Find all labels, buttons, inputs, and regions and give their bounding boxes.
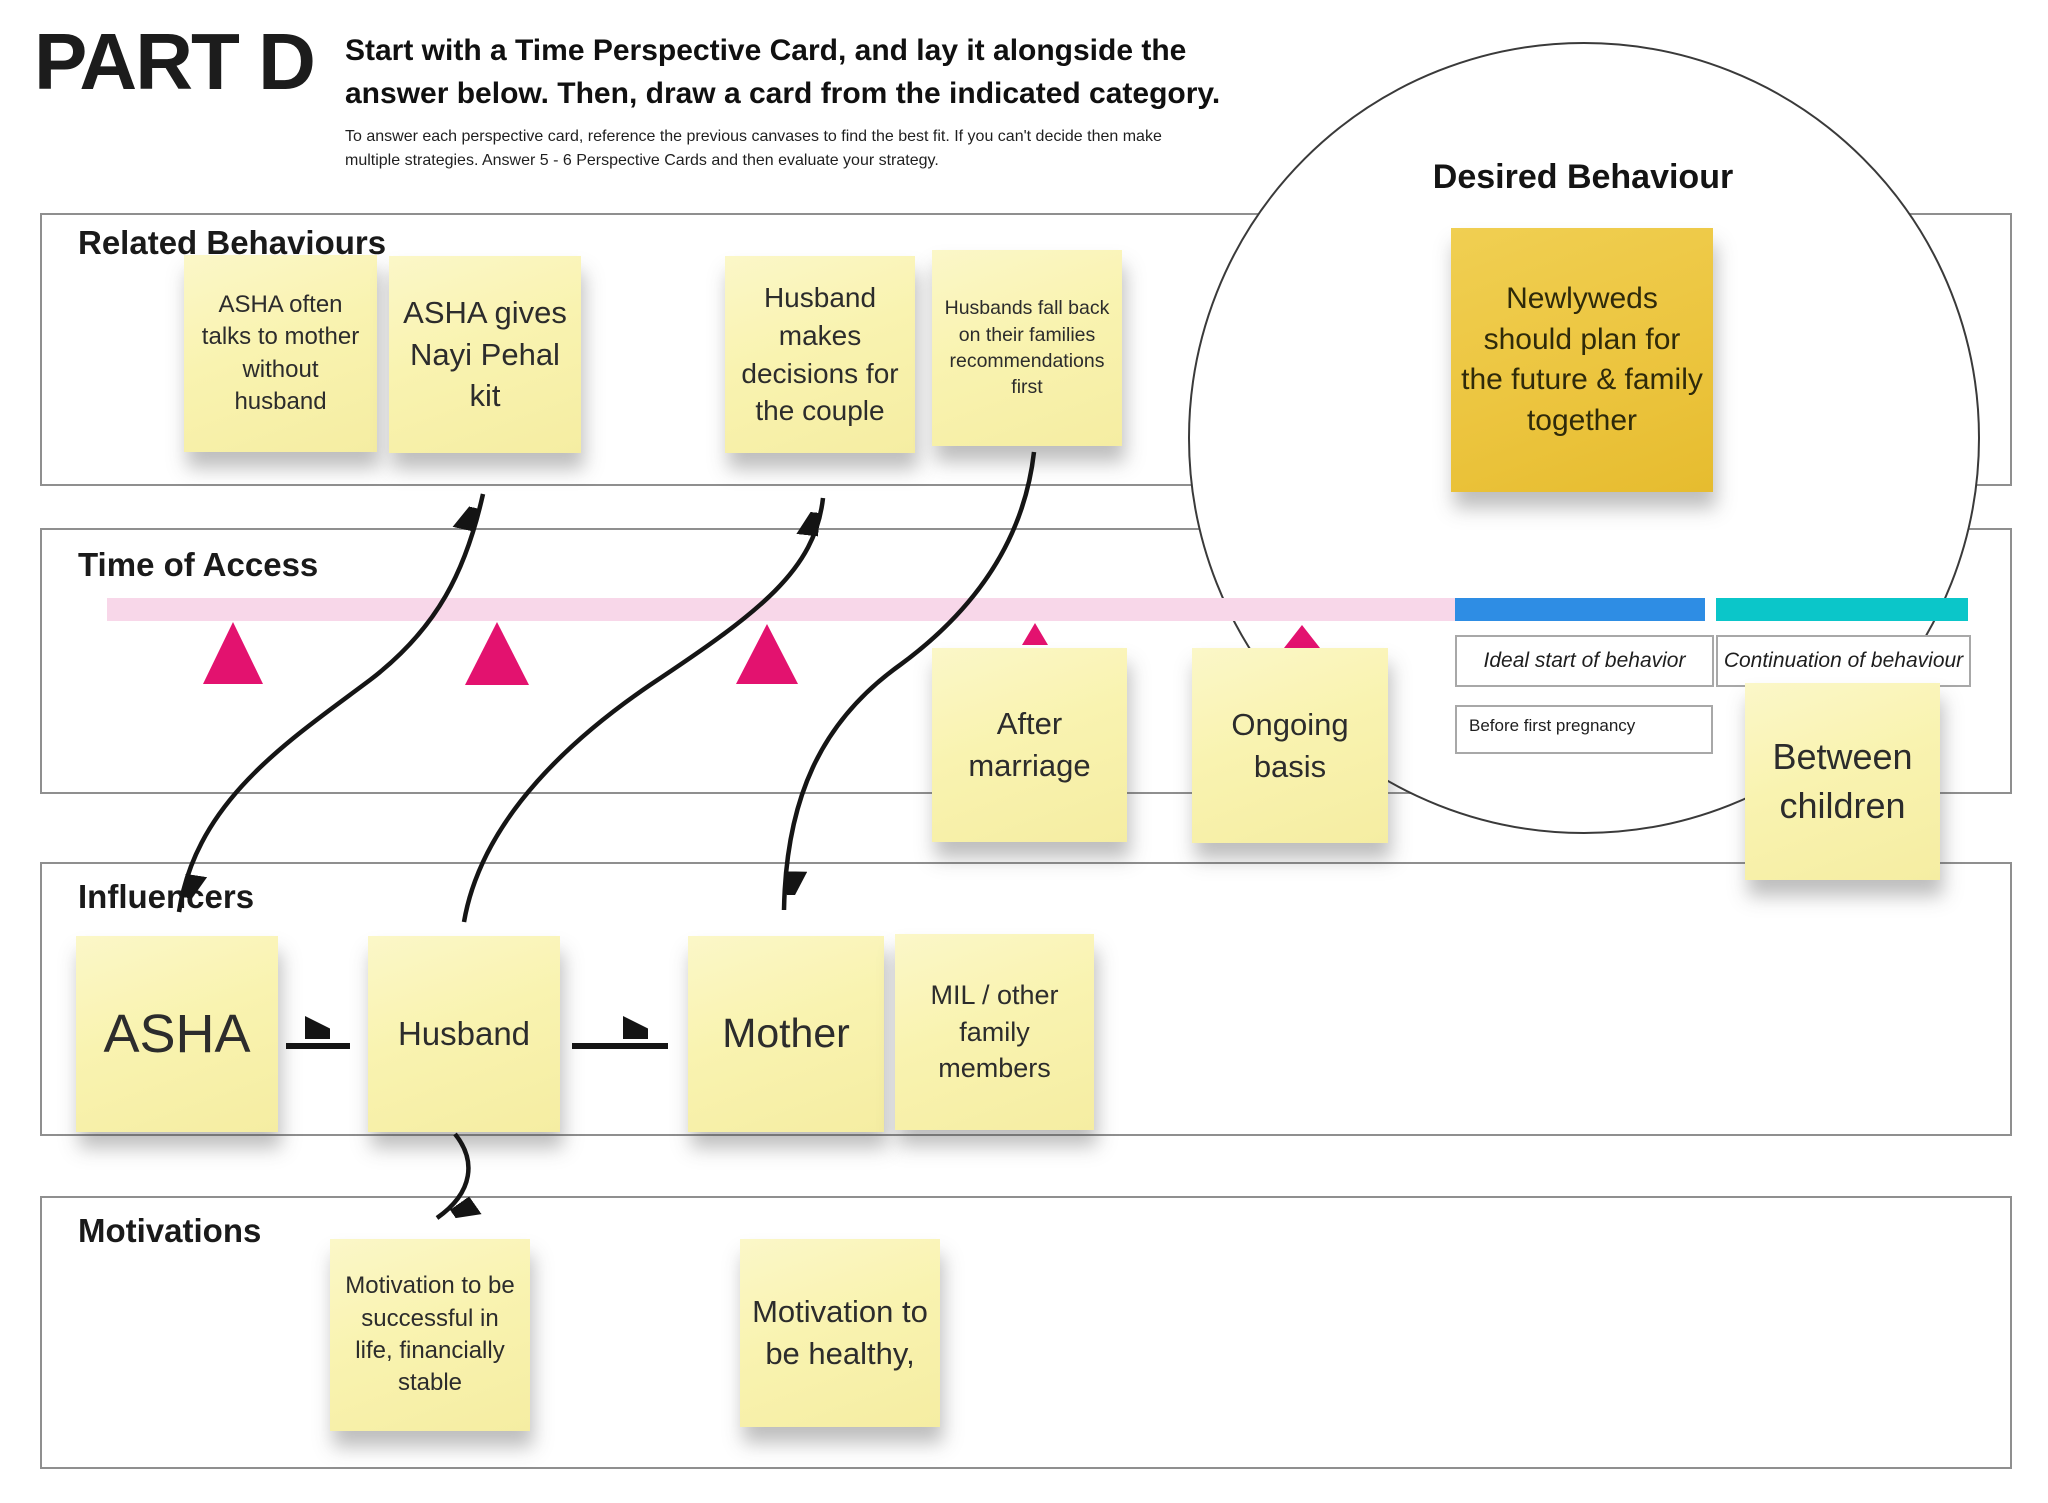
note-text: Newlyweds should plan for the future & f… — [1461, 282, 1703, 437]
timeline-marker-icon — [203, 622, 263, 684]
note-text: MIL / other family members — [930, 980, 1059, 1084]
connector-asha-gives-kit[interactable] — [176, 493, 486, 913]
note-text: Husband — [397, 1014, 531, 1052]
instruction-text: Start with a Time Perspective Card, and … — [345, 34, 1221, 110]
sticky-note-after-marriage[interactable]: After marriage — [932, 648, 1127, 842]
timeline-bar-teal — [1716, 598, 1968, 621]
note-text: Motivation to be successful in life, fin… — [345, 1272, 515, 1397]
note-text: Between children — [1772, 735, 1913, 826]
sticky-note-mil-family[interactable]: MIL / other family members — [895, 934, 1094, 1130]
sticky-note-mother[interactable]: Mother — [688, 936, 884, 1132]
timeline-marker-small-icon — [1284, 625, 1320, 648]
note-text: ASHA often talks to mother without husba… — [201, 290, 360, 415]
note-text: ASHA — [103, 1003, 251, 1064]
sticky-note-motivation-healthy[interactable]: Motivation to be healthy, — [740, 1239, 940, 1427]
timeline-marker-small-icon — [1022, 623, 1048, 645]
time-of-access-title: Time of Access — [78, 546, 319, 583]
legend-continuation: Continuation of behaviour — [1716, 635, 1971, 687]
legend-before-first-pregnancy: Before first pregnancy — [1455, 705, 1713, 754]
note-text: Husband makes decisions for the couple — [741, 281, 899, 427]
timeline-bar-pink — [107, 598, 1455, 621]
timeline-marker-icon — [736, 624, 798, 684]
sticky-note-husband-decisions[interactable]: Husband makes decisions for the couple — [725, 256, 915, 453]
sticky-note-asha-talks-mother[interactable]: ASHA often talks to mother without husba… — [184, 255, 377, 452]
legend-ideal-start: Ideal start of behavior — [1455, 635, 1714, 687]
timeline-marker-icon — [465, 622, 529, 685]
connector-families-to-mother[interactable] — [781, 451, 1037, 911]
timeline-bar-blue — [1455, 598, 1705, 621]
instruction-note: To answer each perspective card, referen… — [345, 128, 1162, 169]
note-text: After marriage — [968, 706, 1091, 783]
motivations-frame — [40, 1196, 2012, 1469]
connector-husband-to-motivation[interactable] — [435, 1132, 468, 1218]
sticky-note-between-children[interactable]: Between children — [1745, 683, 1940, 880]
part-label: PART D — [34, 17, 316, 106]
note-text: ASHA gives Nayi Pehal kit — [403, 294, 567, 414]
sticky-note-ongoing-basis[interactable]: Ongoing basis — [1192, 648, 1388, 843]
sticky-note-asha[interactable]: ASHA — [76, 936, 278, 1132]
note-text: Ongoing basis — [1231, 706, 1349, 784]
related-behaviours-title: Related Behaviours — [78, 224, 387, 261]
motivations-title: Motivations — [78, 1212, 262, 1249]
sticky-note-desired-behaviour[interactable]: Newlyweds should plan for the future & f… — [1451, 228, 1713, 492]
sticky-note-asha-gives-kit[interactable]: ASHA gives Nayi Pehal kit — [389, 256, 581, 453]
note-text: Mother — [722, 1010, 850, 1057]
influencers-title: Influencers — [78, 878, 255, 915]
connector-husband-decisions[interactable] — [461, 497, 826, 923]
note-text: Husbands fall back on their families rec… — [944, 297, 1110, 399]
note-text: Motivation to be healthy, — [752, 1294, 928, 1371]
desired-behaviour-title: Desired Behaviour — [1432, 158, 1734, 196]
sticky-note-husband[interactable]: Husband — [368, 936, 560, 1132]
influencers-frame — [40, 862, 2012, 1136]
sticky-note-motivation-success[interactable]: Motivation to be successful in life, fin… — [330, 1239, 530, 1431]
sticky-note-husbands-fall-back[interactable]: Husbands fall back on their families rec… — [932, 250, 1122, 446]
